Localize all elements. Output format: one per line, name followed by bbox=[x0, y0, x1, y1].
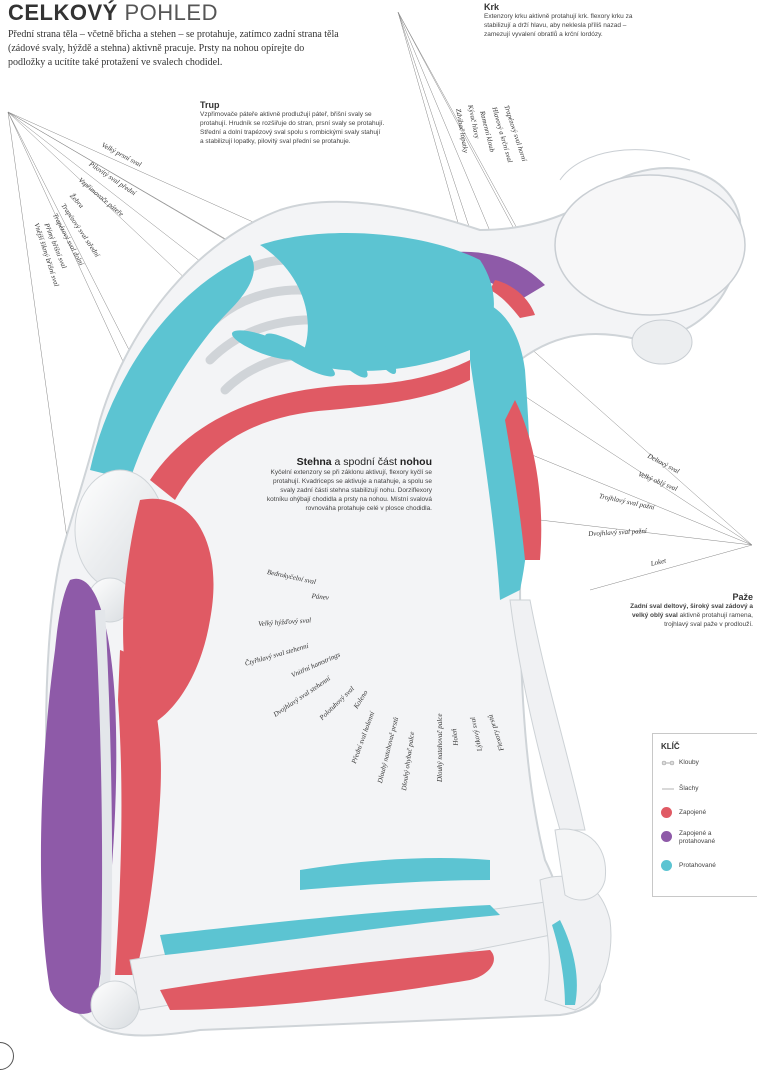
head bbox=[555, 175, 745, 315]
note-krk-heading: Krk bbox=[484, 2, 634, 12]
note-paze-heading: Paže bbox=[625, 592, 753, 602]
note-stehna-heading-rest: a spodní část bbox=[332, 456, 400, 468]
key-item-label: Zapojené a protahované bbox=[679, 830, 739, 846]
note-krk-body: Extenzory krku aktivně protahují krk. fl… bbox=[484, 12, 634, 39]
note-stehna-body: Kyčelní extenzory se při záklonu aktivuj… bbox=[262, 468, 432, 513]
legend-key: KLÍČ Klouby Šlachy Zapojené Zapojené a p… bbox=[652, 733, 757, 897]
note-trup-body: Vzpřimovače páteře aktivně prodlužují pá… bbox=[200, 110, 385, 146]
note-stehna-heading: Stehna a spodní část nohou bbox=[262, 456, 432, 468]
note-paze-body: Zadní sval deltový, široký sval zádový a… bbox=[625, 602, 753, 629]
key-title: KLÍČ bbox=[661, 742, 680, 751]
note-trup-heading: Trup bbox=[200, 100, 385, 110]
hair-bun bbox=[632, 320, 692, 364]
note-paze-body-rest: aktivně protahují ramena, trojhlavý sval… bbox=[664, 612, 753, 628]
key-item-label: Zapojené bbox=[679, 809, 706, 817]
tendon-icon bbox=[661, 784, 675, 794]
note-krk: Krk Extenzory krku aktivně protahují krk… bbox=[484, 2, 634, 39]
note-trup: Trup Vzpřimovače páteře aktivně prodlužu… bbox=[200, 100, 385, 146]
key-item-label: Klouby bbox=[679, 759, 699, 767]
label-noha: Holeň bbox=[450, 728, 460, 746]
note-stehna-heading-bold: Stehna bbox=[297, 456, 332, 468]
label-noha: Pánev bbox=[311, 592, 329, 602]
label-noha: Dlouhý natahovač palce bbox=[436, 714, 444, 782]
engaged-swatch bbox=[661, 807, 672, 818]
joint-icon bbox=[661, 758, 675, 768]
note-stehna-heading-bold2: nohou bbox=[400, 456, 432, 468]
note-paze: Paže Zadní sval deltový, široký sval zád… bbox=[625, 592, 753, 629]
knee bbox=[91, 981, 139, 1029]
engaged-stretched-swatch bbox=[661, 831, 672, 842]
key-item-label: Protahované bbox=[679, 862, 716, 870]
stretched-swatch bbox=[661, 860, 672, 871]
key-item-label: Šlachy bbox=[679, 785, 699, 793]
note-stehna: Stehna a spodní část nohou Kyčelní exten… bbox=[262, 456, 432, 513]
